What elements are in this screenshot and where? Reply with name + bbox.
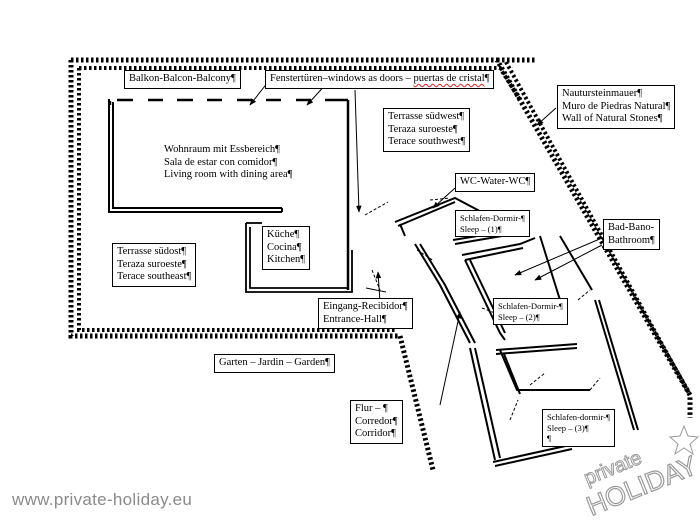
label-line: Wohnraum mit Essbereich¶ — [164, 144, 280, 155]
label-line: Terace southwest¶ — [388, 136, 466, 147]
label-wc: WC-Water-WC¶ — [455, 173, 536, 192]
arrow-entrance — [375, 271, 382, 303]
label-line: Sleep – (2)¶ — [498, 311, 540, 322]
bedroom-door-marks — [416, 249, 601, 421]
label-line: Schlafen-Dormir-¶ — [498, 301, 563, 311]
label-line: Wall of Natural Stones¶ — [562, 113, 663, 124]
label-line: Sleep – (3)¶ — [547, 422, 589, 433]
label-line: Eingang-Recibidor¶ — [323, 301, 408, 312]
label-line: Bathroom¶ — [608, 234, 655, 246]
bedroom-wing-walls — [394, 196, 639, 467]
label-line: Muro de Piedras Natural¶ — [562, 100, 671, 112]
label-living-room: Wohnraum mit Essbereich¶ Sala de estar c… — [160, 142, 296, 184]
logo-star-icon — [668, 424, 700, 456]
living-room-walls — [108, 99, 283, 213]
arrow-windows-door — [354, 89, 362, 213]
label-line: Terrasse südost¶ — [117, 246, 187, 257]
label-line: Sala de estar con comidor¶ — [164, 156, 278, 168]
label-line: Garten – Jardin – Garden¶ — [219, 357, 330, 368]
label-line: ¶ — [547, 433, 551, 443]
door-marks — [364, 197, 451, 293]
arrow-stone-wall — [536, 107, 557, 126]
label-corridor: Flur – ¶ Corredor¶ Corridor¶ — [350, 400, 403, 444]
label-line: Bad-Bano- — [608, 222, 655, 233]
label-line: Teraza suroeste¶ — [117, 258, 187, 270]
label-bedroom-3: Schlafen-dormir-¶ Sleep – (3)¶ ¶ — [542, 409, 615, 447]
label-garden: Garten – Jardin – Garden¶ — [214, 354, 335, 373]
watermark-url: www.private-holiday.eu — [12, 490, 193, 509]
private-holiday-logo: private HOLIDAY — [581, 424, 700, 522]
label-bedroom-1: Schlafen-Dormir-¶ Sleep – (1)¶ — [455, 210, 530, 237]
label-line: WC-Water-WC¶ — [460, 176, 531, 187]
label-line: Kitchen¶ — [267, 254, 305, 265]
label-windows-as-doors: Fenstertüren–windows as doors – puertas … — [265, 70, 495, 89]
arrow-corridor — [439, 311, 462, 406]
label-stone-wall: Nautursteinmauer¶ Muro de Piedras Natura… — [557, 85, 676, 129]
label-line: Terrasse südwest¶ — [388, 111, 465, 122]
property-boundary — [68, 57, 693, 471]
label-line: Nautursteinmauer¶ — [562, 88, 642, 99]
label-line: Sleep – (1)¶ — [460, 223, 502, 234]
label-entrance: Eingang-Recibidor¶ Entrance-Hall¶ — [318, 298, 413, 329]
label-line: Schlafen-Dormir-¶ — [460, 213, 525, 223]
label-line: Balkon-Balcon-Balcony¶ — [129, 73, 236, 84]
label-terrace-southwest: Terrasse südwest¶ Teraza suroeste¶ Terac… — [383, 108, 471, 152]
label-line: Schlafen-dormir-¶ — [547, 412, 610, 422]
label-line: Terace southeast¶ — [117, 271, 192, 282]
label-line: Cocina¶ — [267, 241, 302, 253]
label-line: Flur – ¶ — [355, 403, 388, 414]
label-kitchen: Küche¶ Cocina¶ Kitchen¶ — [262, 226, 310, 270]
label-line: Entrance-Hall¶ — [323, 313, 387, 325]
label-line: Küche¶ — [267, 229, 300, 240]
label-bedroom-2: Schlafen-Dormir-¶ Sleep – (2)¶ — [493, 298, 568, 325]
label-bathroom: Bad-Bano- Bathroom¶ — [603, 219, 660, 250]
balcony-windows — [108, 98, 350, 290]
stone-wall-inner-dotted — [77, 61, 692, 396]
kitchen-walls — [245, 222, 353, 293]
label-line: Corredor¶ — [355, 415, 398, 427]
label-line-emph: puertas de cristal — [413, 73, 485, 84]
label-terrace-southeast: Terrasse südost¶ Teraza suroeste¶ Terace… — [112, 243, 197, 287]
label-line: Living room with dining area¶ — [164, 169, 293, 180]
arrow-wc — [432, 187, 456, 209]
label-balcony: Balkon-Balcon-Balcony¶ — [124, 70, 241, 89]
arrow-bath-1 — [514, 237, 603, 276]
label-line: Teraza suroeste¶ — [388, 123, 458, 135]
label-line: Fenstertüren–windows as doors – puertas … — [270, 73, 490, 84]
arrow-bath-2 — [534, 244, 603, 281]
label-line: Corridor¶ — [355, 428, 396, 439]
